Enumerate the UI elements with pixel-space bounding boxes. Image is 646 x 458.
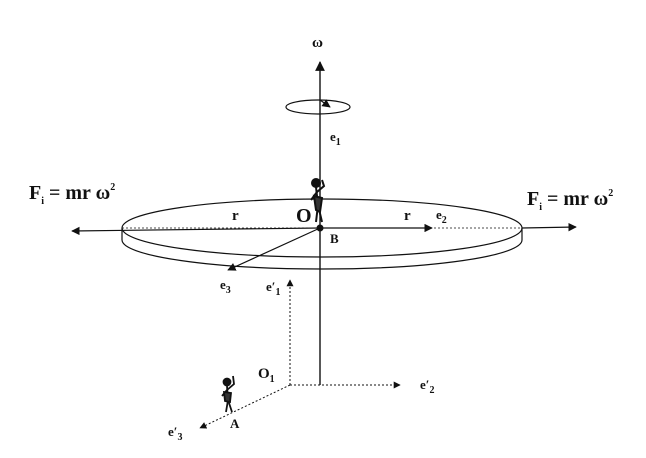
point-b-label: B: [330, 231, 339, 246]
force-right-label: Fi = mr ω2: [527, 188, 613, 213]
rotation-sense-ellipse: [285, 99, 351, 115]
radius-left-label: r: [232, 208, 239, 224]
origin-o-label: O: [296, 205, 312, 227]
e3-prime-label: e′3: [168, 424, 182, 443]
e3-arrow: [227, 227, 321, 271]
e2-prime-label: e′2: [420, 377, 434, 396]
disk-rim: [121, 228, 523, 270]
origin-o1-label: O1: [258, 366, 275, 385]
e2-label: e2: [436, 207, 447, 226]
center-point-b: [316, 224, 324, 232]
rotation-sense-arrow: [319, 99, 331, 108]
force-arrow-right: [521, 222, 577, 232]
e1-prime-label: e′1: [266, 279, 280, 298]
e3-label: e3: [220, 277, 231, 296]
e1-label: e1: [330, 129, 341, 148]
force-left-label: Fi = mr ω2: [29, 182, 115, 207]
omega-label: ω: [312, 35, 323, 51]
rotating-observer-figure: [310, 178, 326, 223]
inertial-observer-figure: [221, 375, 235, 413]
rotating-disk: [121, 198, 523, 270]
force-arrow-left: [71, 226, 321, 236]
e3-prime-axis: [199, 384, 291, 429]
point-a-label: A: [230, 416, 240, 431]
inertial-frame: [199, 279, 401, 429]
radius-right-label: r: [404, 208, 411, 224]
